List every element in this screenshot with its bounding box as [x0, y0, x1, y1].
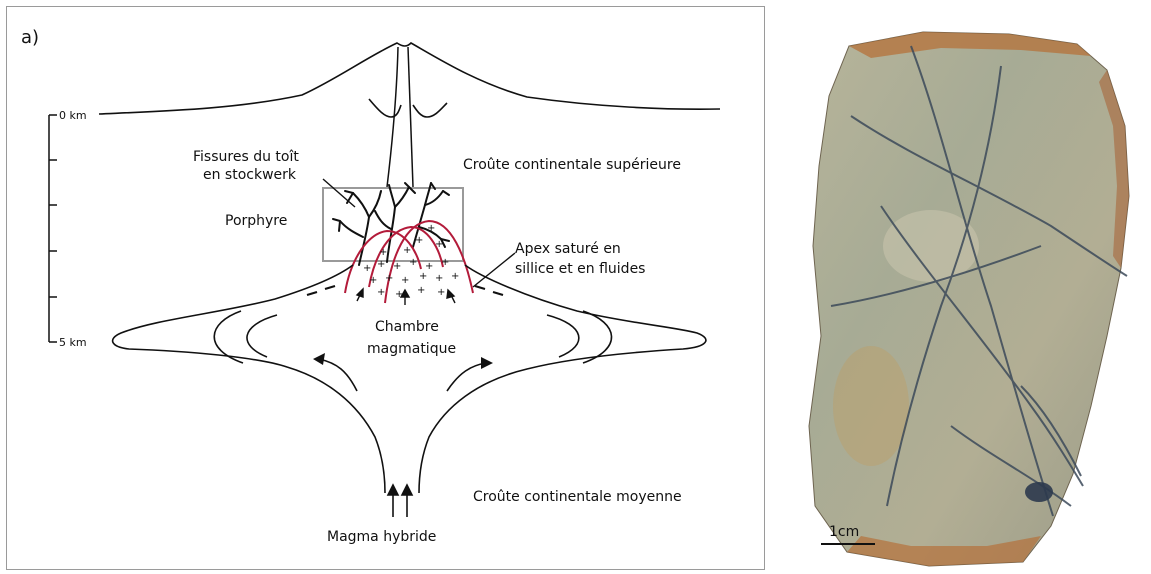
- svg-text:+: +: [427, 223, 435, 234]
- rock-specimen-photo: 1cm: [791, 6, 1145, 568]
- volcanic-conduit-right: [408, 47, 413, 187]
- svg-text:+: +: [451, 271, 459, 282]
- label-croute-superieure: Croûte continentale supérieure: [463, 157, 681, 173]
- label-apex-line2: sillice et en fluides: [515, 261, 645, 277]
- arrow-head-left: [313, 353, 325, 365]
- magma-supply-arrows: [388, 485, 412, 517]
- svg-text:+: +: [435, 273, 443, 284]
- svg-text:+: +: [409, 257, 417, 268]
- svg-text:+: +: [393, 261, 401, 272]
- cross-section-diagram: a) 0 km 5 km: [7, 7, 764, 569]
- label-magma-hybride: Magma hybride: [327, 529, 436, 545]
- dark-mineral-spot: [1025, 482, 1053, 502]
- depth-label-0km: 0 km: [59, 109, 87, 122]
- svg-text:+: +: [441, 257, 449, 268]
- svg-text:+: +: [377, 287, 385, 298]
- arrow-head-right: [481, 357, 493, 369]
- rock-body: [809, 32, 1129, 566]
- svg-text:+: +: [363, 263, 371, 274]
- svg-text:+: +: [435, 239, 443, 250]
- specimen-photo-panel: 1cm: [791, 6, 1145, 568]
- label-fissures-line1: Fissures du toît: [193, 149, 299, 165]
- svg-text:+: +: [415, 235, 423, 246]
- svg-text:+: +: [379, 247, 387, 258]
- label-fissures-line2: en stockwerk: [203, 167, 297, 183]
- panel-label: a): [21, 27, 39, 48]
- magma-chamber-outline-right: [419, 265, 706, 493]
- svg-text:+: +: [403, 245, 411, 256]
- chamber-flow-arrows: [319, 359, 487, 391]
- svg-text:+: +: [385, 273, 393, 284]
- label-porphyre: Porphyre: [225, 213, 287, 229]
- svg-text:+: +: [369, 275, 377, 286]
- scale-bar-label: 1cm: [829, 524, 859, 540]
- magma-chamber-outline: [113, 265, 385, 493]
- rust-patch: [833, 346, 909, 466]
- diagram-panel: a) 0 km 5 km: [6, 6, 765, 570]
- svg-text:+: +: [377, 259, 385, 270]
- svg-text:+: +: [401, 275, 409, 286]
- crater-dip-right: [413, 103, 447, 117]
- depth-label-5km: 5 km: [59, 336, 87, 349]
- svg-text:+: +: [437, 287, 445, 298]
- depth-scale: [49, 115, 57, 342]
- label-chambre-line1: Chambre: [375, 319, 439, 335]
- label-apex-line1: Apex saturé en: [515, 241, 621, 257]
- crater-dip: [369, 99, 401, 117]
- label-croute-moyenne: Croûte continentale moyenne: [473, 489, 682, 505]
- svg-text:+: +: [419, 271, 427, 282]
- svg-text:+: +: [417, 285, 425, 296]
- label-chambre-line2: magmatique: [367, 341, 456, 357]
